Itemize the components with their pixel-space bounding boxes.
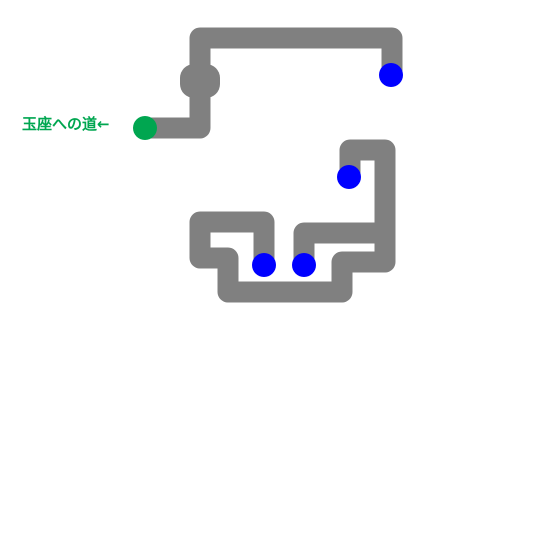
waypoint-marker-east <box>337 165 361 189</box>
waypoint-marker-south <box>292 253 316 277</box>
corridor-lower-route <box>189 139 396 303</box>
corridor-upper-route <box>135 27 403 139</box>
destination-marker-throne <box>133 116 157 140</box>
corridor-layer <box>135 27 403 303</box>
corridor-chamber <box>180 64 220 98</box>
throne-route-label: 玉座への道← <box>22 115 110 133</box>
marker-layer <box>133 63 403 277</box>
waypoint-marker-northeast <box>379 63 403 87</box>
waypoint-marker-southwest <box>252 253 276 277</box>
